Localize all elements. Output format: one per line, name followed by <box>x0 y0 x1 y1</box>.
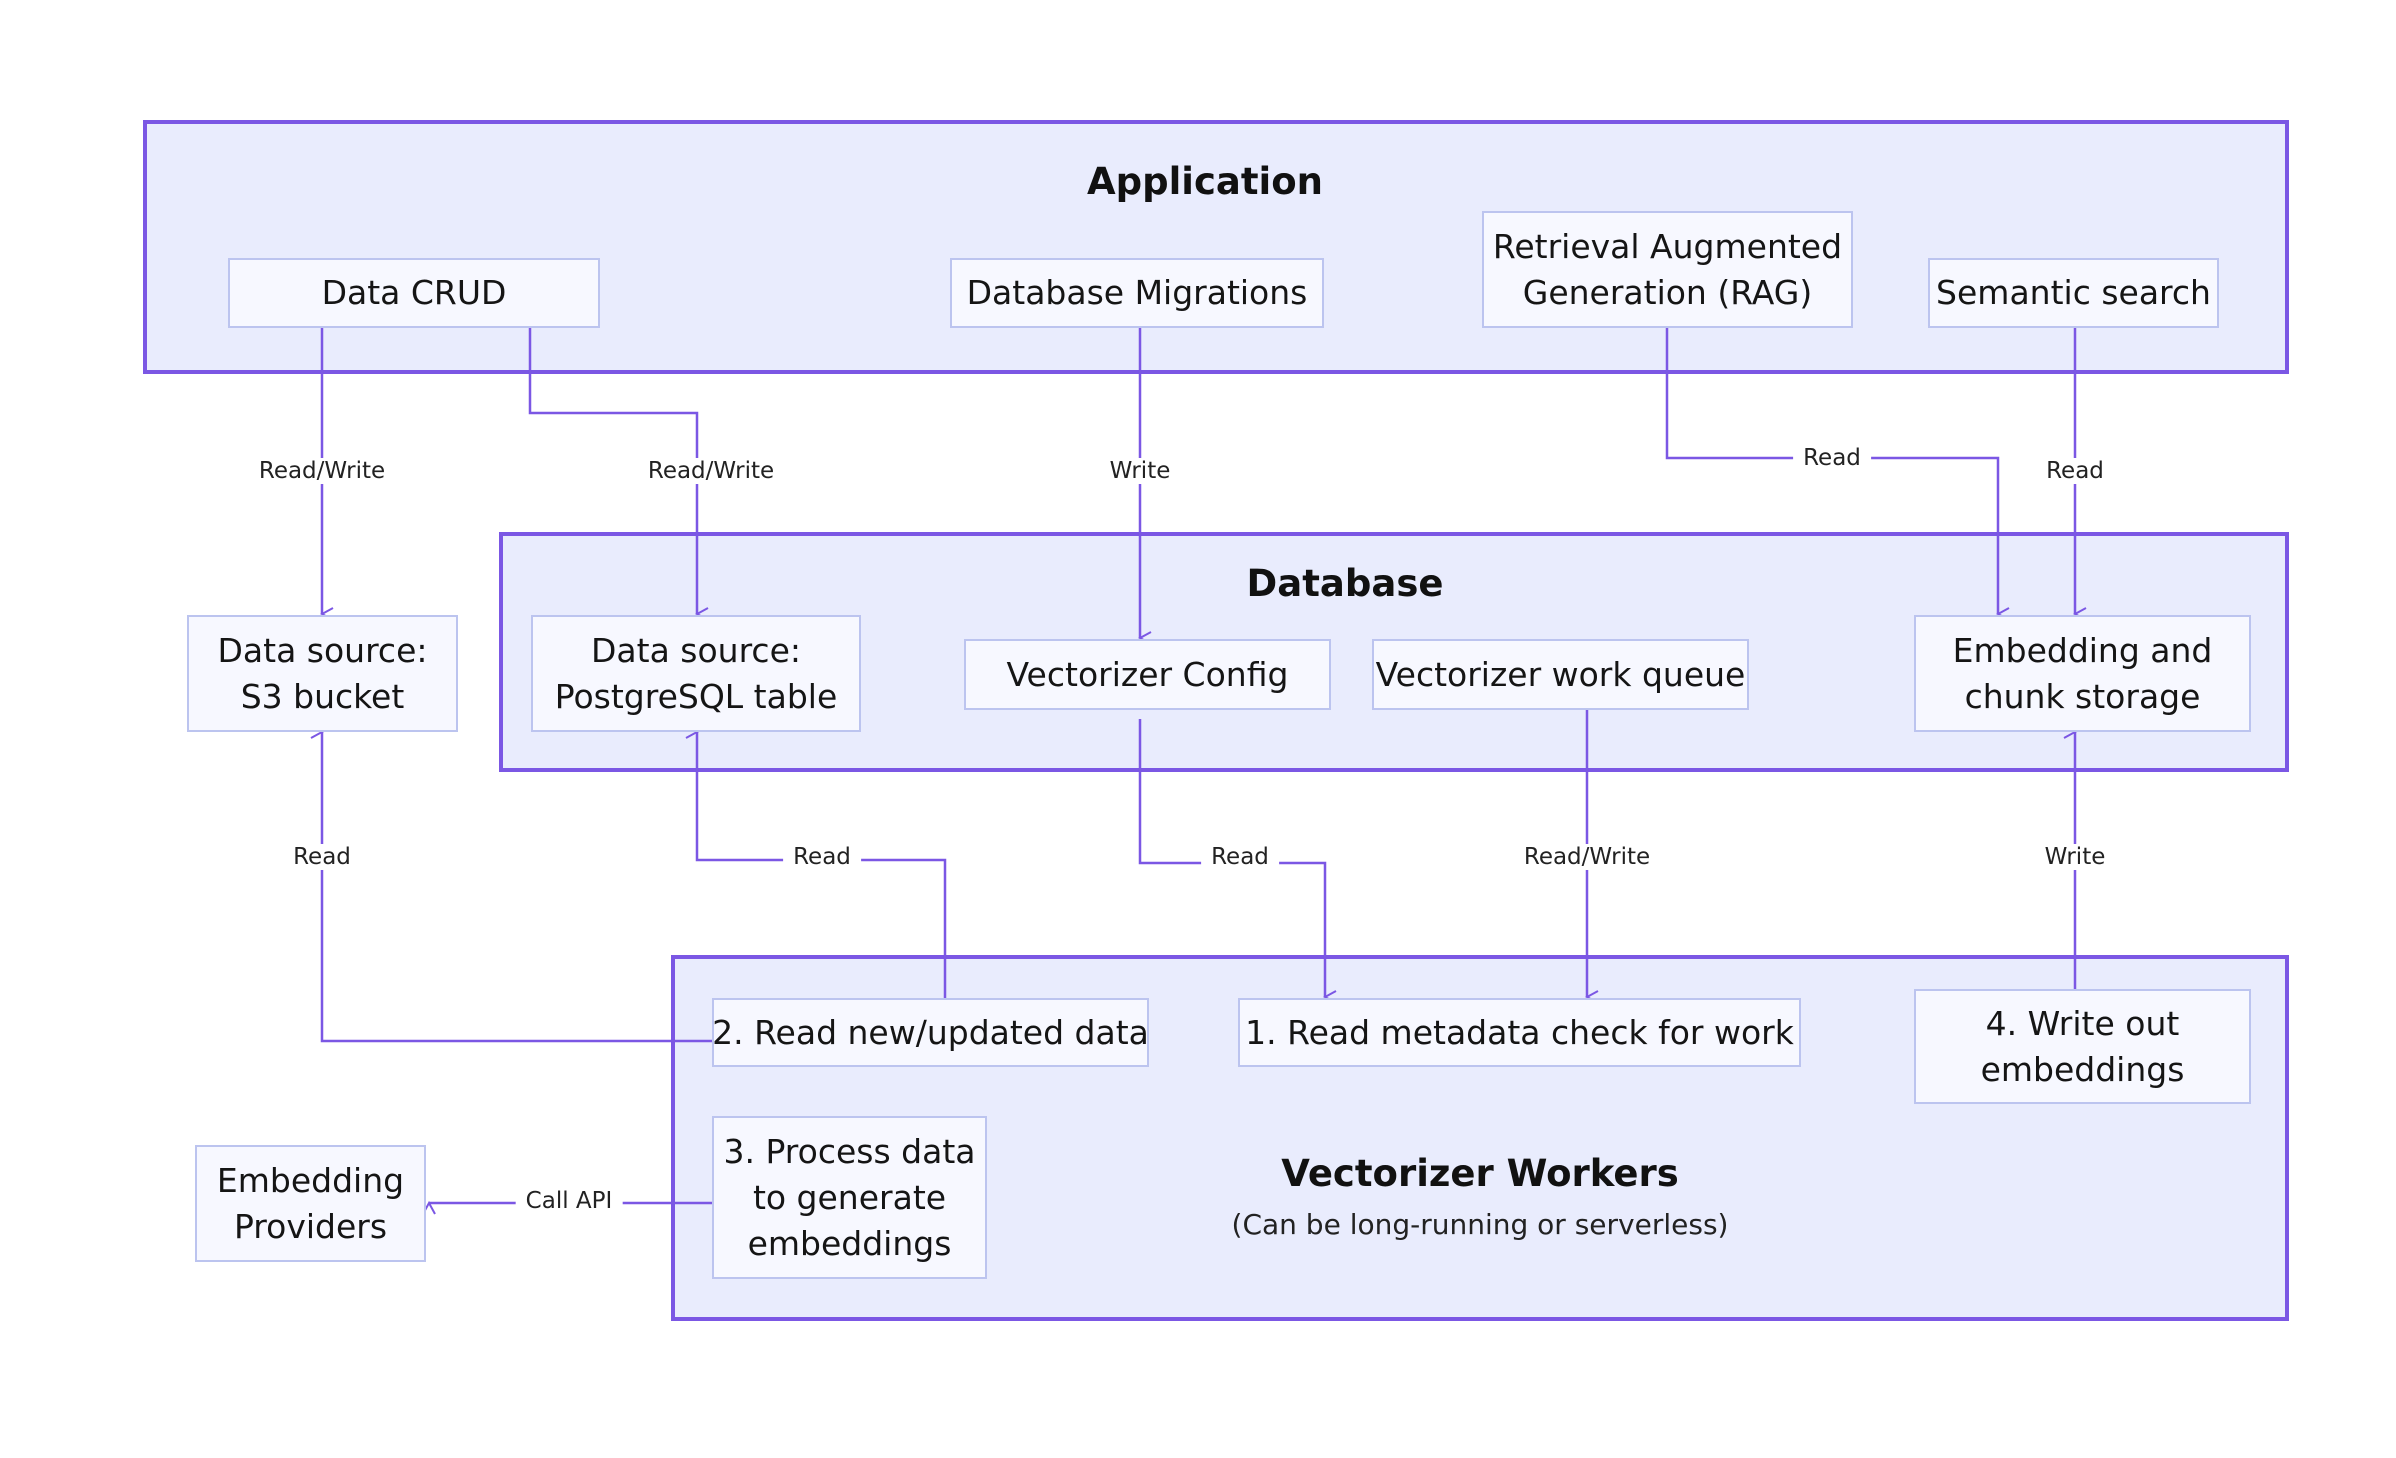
node-process-data-line-3: embeddings <box>747 1223 952 1263</box>
node-vectorizer-work-queue[interactable]: Vectorizer work queue <box>1372 639 1749 710</box>
vectorizer-workers-subtitle: (Can be long-running or serverless) <box>1231 1208 1729 1241</box>
node-process-data-line-2: to generate <box>752 1177 947 1217</box>
node-data-crud-line-1: Data CRUD <box>321 273 507 312</box>
node-process-data-line-1: 3. Process data <box>723 1131 976 1171</box>
edge-crud-pg <box>528 327 697 614</box>
node-postgresql-table[interactable]: Data source: PostgreSQL table <box>531 615 861 732</box>
node-database-migrations-line-1: Database Migrations <box>966 273 1308 312</box>
label-crud-s3: Read/Write <box>248 458 396 484</box>
node-embedding-providers-line-2: Providers <box>233 1206 388 1246</box>
node-embedding-storage-line-1: Embedding and <box>1952 630 2213 670</box>
node-read-updated-data[interactable]: 2. Read new/updated data <box>712 998 1149 1067</box>
node-embedding-providers-line-1: Embedding <box>216 1160 405 1200</box>
node-vectorizer-config[interactable]: Vectorizer Config <box>964 639 1331 710</box>
label-migrations-config: Write <box>1099 458 1181 484</box>
node-semantic-search-line-1: Semantic search <box>1936 273 2211 312</box>
node-s3-bucket[interactable]: Data source: S3 bucket <box>187 615 458 732</box>
node-rag-line-2: Generation (RAG) <box>1522 272 1813 312</box>
label-worker-storage: Write <box>2034 844 2116 870</box>
label-search-storage: Read <box>2036 458 2114 484</box>
label-worker-s3: Read <box>283 844 361 870</box>
application-group <box>143 120 2289 374</box>
label-queue-worker: Read/Write <box>1513 844 1661 870</box>
application-title: Application <box>1086 160 1323 203</box>
edge-worker-s3 <box>322 732 712 1043</box>
node-vectorizer-config-line-1: Vectorizer Config <box>1006 654 1289 694</box>
label-config-worker: Read <box>1201 844 1279 870</box>
label-worker-pg: Read <box>783 844 861 870</box>
label-crud-pg: Read/Write <box>637 458 785 484</box>
node-process-data[interactable]: 3. Process data to generate embeddings <box>712 1116 987 1279</box>
node-rag[interactable]: Retrieval Augmented Generation (RAG) <box>1482 211 1853 328</box>
label-process-providers: Call API <box>515 1188 623 1214</box>
node-read-metadata-line-1: 1. Read metadata check for work <box>1245 1012 1794 1052</box>
node-embedding-storage[interactable]: Embedding and chunk storage <box>1914 615 2251 732</box>
node-data-crud[interactable]: Data CRUD <box>228 258 600 328</box>
node-vectorizer-work-queue-line-1: Vectorizer work queue <box>1375 654 1746 694</box>
node-database-migrations[interactable]: Database Migrations <box>950 258 1324 328</box>
node-write-out-embeddings[interactable]: 4. Write out embeddings <box>1914 989 2251 1104</box>
database-title: Database <box>1246 562 1444 605</box>
node-s3-bucket-line-2: S3 bucket <box>240 676 405 716</box>
node-read-updated-data-line-1: 2. Read new/updated data <box>712 1012 1149 1052</box>
node-embedding-storage-line-2: chunk storage <box>1964 676 2201 716</box>
node-rag-line-1: Retrieval Augmented <box>1492 226 1843 266</box>
node-semantic-search[interactable]: Semantic search <box>1928 258 2219 328</box>
node-postgresql-table-line-2: PostgreSQL table <box>554 676 838 716</box>
node-embedding-providers[interactable]: Embedding Providers <box>195 1145 426 1262</box>
node-read-metadata[interactable]: 1. Read metadata check for work <box>1238 998 1801 1067</box>
node-s3-bucket-line-1: Data source: <box>217 630 428 670</box>
node-write-out-embeddings-line-2: embeddings <box>1980 1049 2185 1089</box>
label-rag-storage: Read <box>1793 445 1871 471</box>
node-write-out-embeddings-line-1: 4. Write out <box>1985 1003 2180 1043</box>
vectorizer-workers-title: Vectorizer Workers <box>1281 1152 1679 1195</box>
node-postgresql-table-line-1: Data source: <box>591 630 801 670</box>
